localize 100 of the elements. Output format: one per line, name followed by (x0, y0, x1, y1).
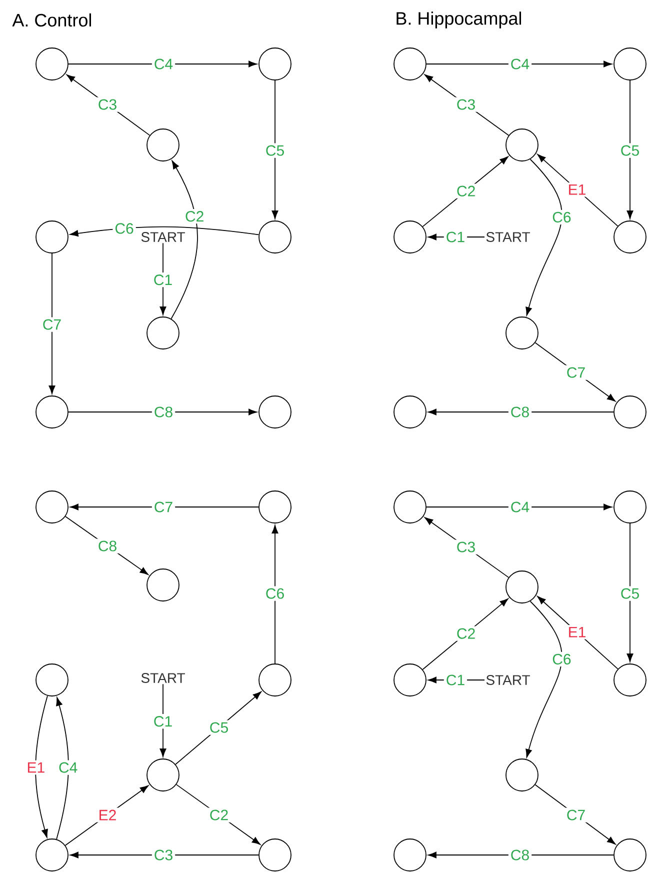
edge-label: C5 (618, 143, 642, 158)
state-circle (258, 490, 292, 524)
edge-label: C3 (454, 97, 478, 112)
state-circle (614, 490, 646, 524)
arrow (426, 60, 612, 68)
edge-label: C1 (444, 230, 468, 244)
edge-label: E1 (24, 760, 48, 775)
arrow (70, 226, 260, 237)
start-label: START (486, 232, 530, 242)
edge-label: C6 (550, 210, 574, 224)
edge-label: C4 (152, 56, 176, 72)
edge-label: C7 (564, 808, 588, 822)
arrow (64, 785, 148, 846)
arrow (68, 60, 258, 68)
state-circle (614, 838, 646, 872)
edge-label: C3 (96, 97, 120, 112)
arrow (526, 158, 562, 316)
edge-label: C5 (207, 720, 231, 735)
state-circle (146, 316, 180, 350)
state-circle (146, 568, 180, 602)
edge-label: C1 (151, 714, 175, 729)
state-circle (36, 838, 68, 872)
edge-label: C2 (207, 808, 231, 822)
state-circle (394, 490, 426, 524)
edge-label: C5 (263, 143, 287, 158)
state-circle (36, 490, 68, 524)
start-label: START (486, 675, 530, 685)
arrow (176, 784, 260, 845)
edge-label: C4 (56, 760, 80, 775)
state-circle (36, 48, 68, 80)
state-circle (614, 664, 646, 696)
state-circle (614, 396, 646, 428)
edge-label: C6 (550, 652, 574, 666)
state-circle (614, 48, 646, 80)
arrow (160, 684, 166, 758)
arrow (534, 784, 616, 844)
arrow (428, 408, 614, 416)
arrow (56, 697, 69, 840)
arrow (70, 852, 259, 858)
edge-label: C4 (508, 500, 532, 514)
edge-label: C5 (618, 586, 642, 601)
edge-label: C7 (152, 500, 176, 514)
edge-label: C6 (112, 221, 136, 236)
arrow (424, 74, 510, 136)
panel-title: B. Hippocampal (396, 12, 522, 28)
start-label: START (141, 673, 185, 683)
state-circle (614, 220, 646, 254)
edge-label: C1 (151, 272, 175, 288)
arrow (428, 234, 485, 240)
state-circle (258, 664, 292, 696)
arrow (626, 523, 634, 662)
edge-label: C8 (508, 404, 532, 420)
arrow (422, 156, 508, 228)
state-circle (506, 128, 538, 162)
state-circle (36, 396, 68, 428)
state-circle (394, 838, 426, 872)
edge-label: C3 (152, 848, 176, 862)
arrow (66, 74, 150, 136)
state-circle (394, 664, 426, 696)
state-circle (258, 838, 292, 872)
arrow (272, 80, 278, 220)
arrow (65, 516, 148, 575)
edge-label: C8 (96, 538, 120, 554)
arrow (626, 80, 634, 220)
arrow (68, 408, 258, 416)
state-circle (258, 220, 292, 254)
arrow (428, 676, 485, 684)
edge-label: C8 (508, 848, 532, 862)
arrow (170, 160, 198, 320)
arrow (428, 852, 614, 858)
edge-label: C4 (508, 56, 532, 72)
arrow (160, 242, 166, 316)
state-circle (506, 316, 538, 350)
edge-label: C2 (182, 209, 206, 224)
edge-label: C7 (40, 317, 64, 332)
state-circle (394, 48, 426, 80)
arrow (35, 695, 48, 838)
state-circle (36, 220, 68, 254)
edge-label: C1 (444, 672, 468, 688)
state-circle (506, 570, 538, 604)
edge-label: C6 (263, 586, 287, 601)
arrow (537, 596, 618, 670)
state-circle (146, 758, 180, 792)
state-circle (36, 664, 68, 696)
arrow (534, 342, 616, 402)
state-circle (146, 128, 180, 162)
arrow (426, 504, 612, 510)
arrow (424, 517, 510, 578)
edge-label: C3 (454, 540, 478, 554)
state-circle (258, 396, 292, 428)
arrow (537, 154, 618, 226)
state-circle (394, 220, 426, 254)
start-label: START (141, 232, 185, 242)
edge-label: C7 (564, 365, 588, 380)
edge-label: C2 (454, 626, 478, 641)
arrow (175, 691, 262, 765)
arrow (526, 600, 562, 758)
state-circle (506, 758, 538, 792)
panel-title: A. Control (12, 13, 91, 27)
arrow (48, 253, 56, 394)
